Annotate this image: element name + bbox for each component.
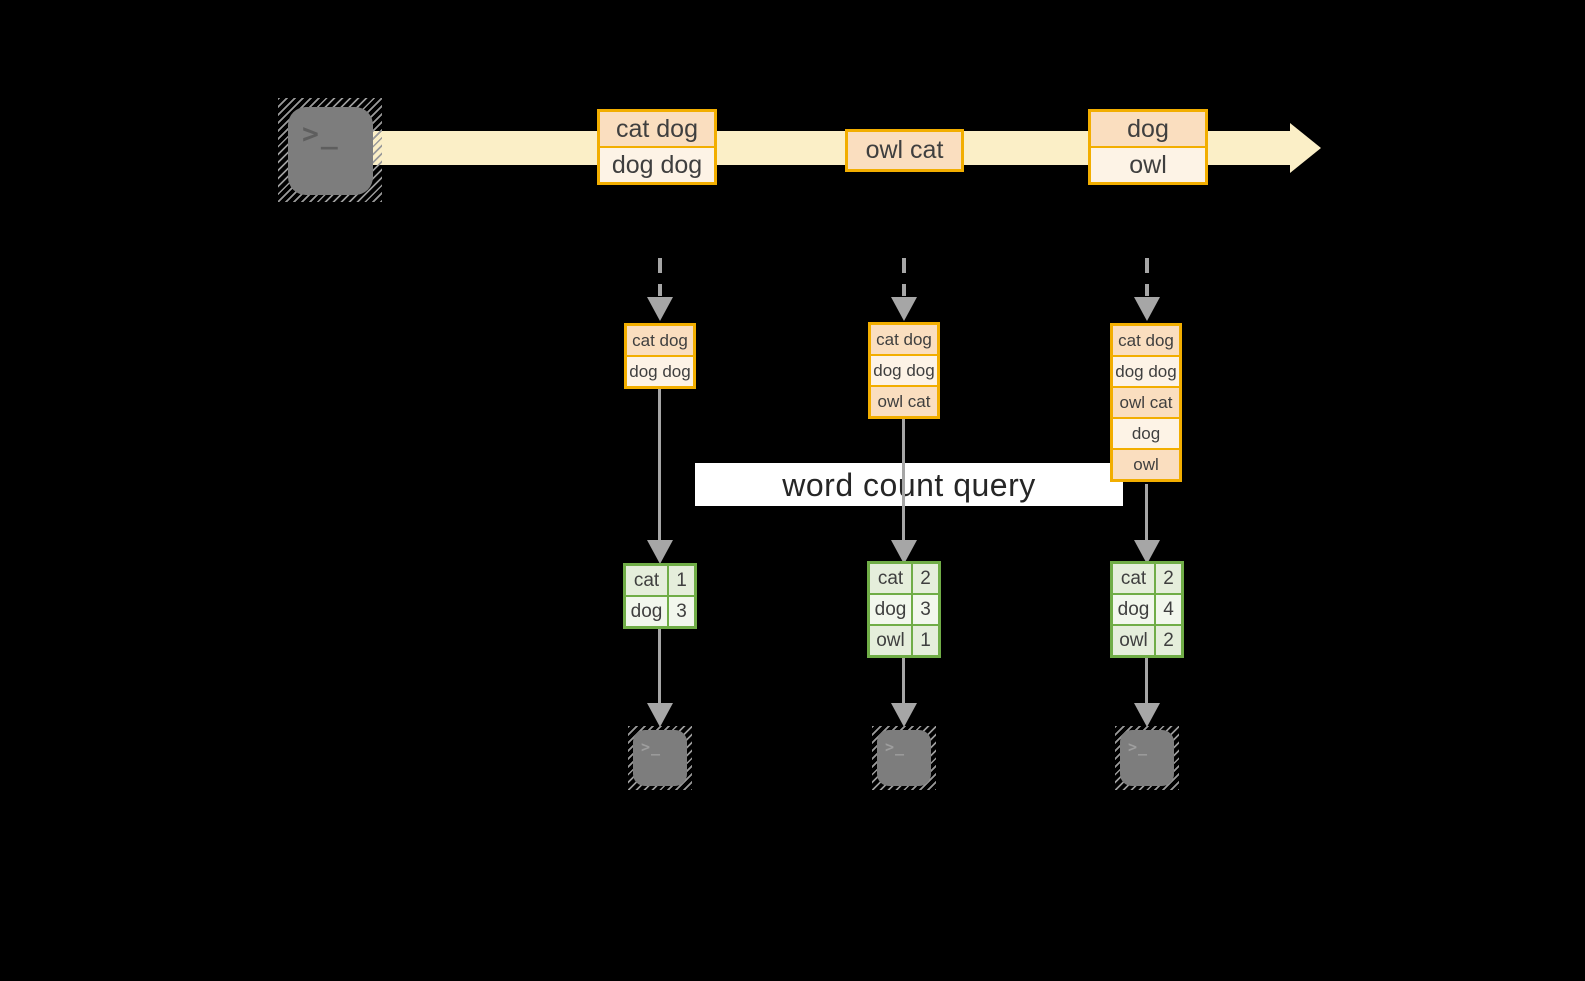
word-cell: dog [870, 595, 913, 624]
count-table-2: cat 2 dog 3 owl 1 [867, 561, 941, 658]
word-cell: cat [1113, 564, 1156, 593]
stream-event-3: dog owl [1088, 109, 1208, 185]
table-row: owl 1 [870, 624, 938, 655]
buffer-line: cat dog [627, 326, 693, 355]
count-table-1: cat 1 dog 3 [623, 563, 697, 629]
word-cell: dog [1113, 595, 1156, 624]
count-cell: 2 [1163, 630, 1174, 651]
dashed-arrow-line [1145, 258, 1149, 296]
terminal-body: >_ [877, 730, 931, 786]
terminal-prompt-icon: >_ [302, 117, 340, 150]
output-arrow-head-icon [647, 703, 673, 727]
event-line: dog [1091, 112, 1205, 146]
buffer-line: dog dog [1113, 355, 1179, 386]
word-cell: owl [1113, 626, 1156, 655]
terminal-prompt-icon: >_ [885, 738, 906, 756]
stream-event-1: cat dog dog dog [597, 109, 717, 185]
query-label-banner: word count query [695, 463, 1123, 506]
table-row: owl 2 [1113, 624, 1181, 655]
event-buffer-3: cat dog dog dog owl cat dog owl [1110, 323, 1182, 482]
query-arrow-head-icon [1134, 540, 1160, 564]
dashed-arrow-head-icon [647, 297, 673, 321]
count-cell: 3 [676, 601, 687, 622]
buffer-line: cat dog [871, 325, 937, 354]
buffer-line: dog dog [627, 355, 693, 386]
table-row: dog 3 [626, 595, 694, 626]
event-line: owl cat [848, 132, 961, 169]
word-cell: cat [870, 564, 913, 593]
table-row: cat 1 [626, 566, 694, 595]
output-arrow-head-icon [1134, 703, 1160, 727]
output-arrow-head-icon [891, 703, 917, 727]
count-cell: 2 [1163, 568, 1174, 589]
terminal-body: >_ [633, 730, 687, 786]
table-row: dog 3 [870, 593, 938, 624]
dashed-arrow-line [902, 258, 906, 296]
buffer-line: cat dog [1113, 326, 1179, 355]
count-cell: 3 [920, 599, 931, 620]
count-cell: 2 [920, 568, 931, 589]
output-arrow-line [902, 656, 905, 704]
output-arrow-line [658, 629, 661, 704]
output-arrow-line [1145, 656, 1148, 704]
table-row: cat 2 [1113, 564, 1181, 593]
event-line: cat dog [600, 112, 714, 146]
event-buffer-1: cat dog dog dog [624, 323, 696, 389]
count-cell: 1 [676, 570, 687, 591]
event-buffer-2: cat dog dog dog owl cat [868, 322, 940, 419]
stream-event-2: owl cat [845, 129, 964, 172]
stream-arrowhead-icon [1290, 123, 1321, 173]
table-row: cat 2 [870, 564, 938, 593]
terminal-body: >_ [288, 107, 373, 195]
query-arrow-head-icon [891, 540, 917, 564]
count-cell: 4 [1163, 599, 1174, 620]
buffer-line: owl cat [1113, 386, 1179, 417]
query-arrow-line [902, 418, 905, 542]
event-line: owl [1091, 146, 1205, 182]
buffer-line: owl cat [871, 385, 937, 416]
table-row: dog 4 [1113, 593, 1181, 624]
query-arrow-head-icon [647, 540, 673, 564]
source-terminal-icon: >_ [278, 98, 382, 202]
count-cell: 1 [920, 630, 931, 651]
sink-terminal-icon-1: >_ [628, 726, 692, 790]
buffer-line: owl [1113, 448, 1179, 479]
terminal-prompt-icon: >_ [641, 738, 662, 756]
query-arrow-line [658, 389, 661, 542]
terminal-body: >_ [1120, 730, 1174, 786]
query-label: word count query [782, 467, 1036, 503]
terminal-prompt-icon: >_ [1128, 738, 1149, 756]
dashed-arrow-head-icon [891, 297, 917, 321]
event-line: dog dog [600, 146, 714, 182]
buffer-line: dog dog [871, 354, 937, 385]
dashed-arrow-line [658, 258, 662, 296]
sink-terminal-icon-2: >_ [872, 726, 936, 790]
word-cell: owl [870, 626, 913, 655]
sink-terminal-icon-3: >_ [1115, 726, 1179, 790]
word-cell: dog [626, 597, 669, 626]
dashed-arrow-head-icon [1134, 297, 1160, 321]
buffer-line: dog [1113, 417, 1179, 448]
query-arrow-line [1145, 484, 1148, 542]
word-cell: cat [626, 566, 669, 595]
count-table-3: cat 2 dog 4 owl 2 [1110, 561, 1184, 658]
